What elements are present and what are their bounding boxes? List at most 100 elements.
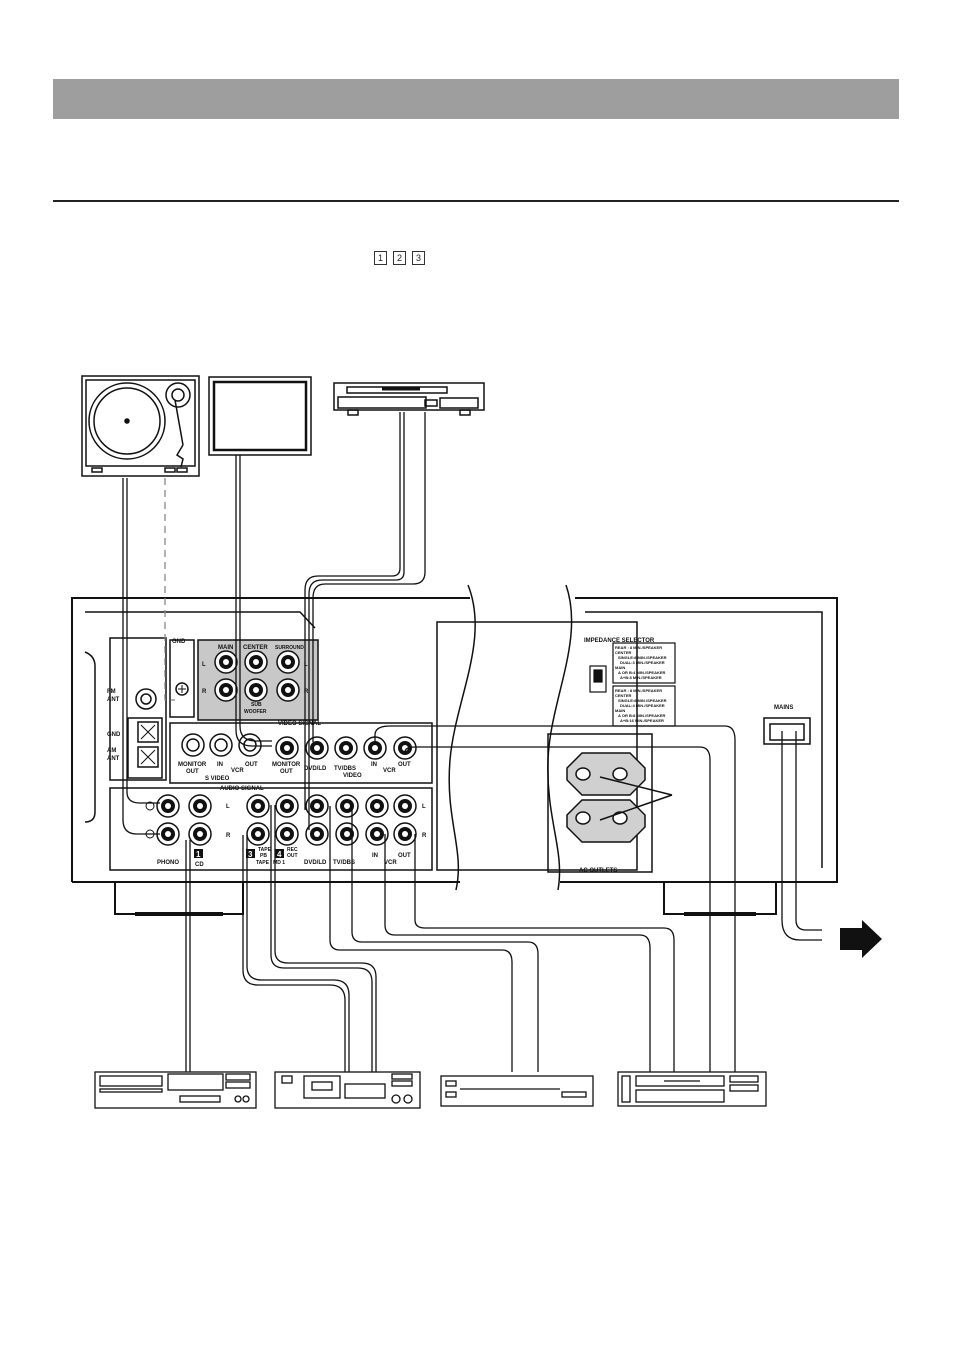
rca-jack [275,736,299,760]
rca-jack [244,678,268,702]
label-audio-r: R [226,833,231,839]
label-pb: PB [260,853,267,859]
label-sub: SUB [251,702,262,708]
label-fm-ant: ANT [107,697,120,703]
s-video-jacks [181,733,262,757]
label-preout-l: L [202,662,206,668]
label-surround-l: L [304,662,308,668]
rca-jack [214,678,238,702]
label-video-signal: VIDEO SIGNAL [278,721,321,727]
imp1-line3: SINGLE:8 MIN./SPEAKER [618,655,667,660]
step-1-box: 1 [374,251,387,265]
label-rec-out: OUT [287,853,298,859]
label-am-ant: ANT [107,756,120,762]
label-phono: PHONO [157,860,179,866]
label-preout-r: R [202,689,207,695]
label-v-tvdbs: TV/DBS [334,766,356,772]
tape-deck-device [274,1071,421,1109]
rca-jack [214,650,238,674]
mains-inlet [763,717,811,745]
imp2-line6: A OR B:8 MIN./SPEAKER [618,713,666,718]
label-tape: TAPE [258,847,272,853]
label-v-video: VIDEO [343,773,362,779]
rca-jack [334,736,358,760]
vcr-device [617,1071,767,1107]
label-s-vcr: VCR [231,768,244,774]
step-indicators: 1 2 3 [374,251,425,265]
label-a-out: OUT [398,853,411,859]
label-gnd: GND [172,639,186,645]
label-fm: FM [107,689,116,695]
imp2-line7: A+B:16 MIN./SPEAKER [620,718,664,723]
label-audio-l-right: L [422,804,426,810]
label-v-vcr: VCR [383,768,396,774]
label-s-out: OUT [245,762,258,768]
num-4-box [275,849,284,858]
rca-jack [276,678,300,702]
label-audio-l: L [226,804,230,810]
label-s-monitor: MONITOR [178,762,207,768]
rca-jack [393,794,417,818]
dvd-ld-player-device [333,382,485,416]
label-a-dvdld: DVD/LD [304,860,327,866]
imp1-line5: MAIN [615,665,625,670]
label-am: AM [107,748,116,754]
label-mains: MAINS [774,705,793,711]
label-center: CENTER [243,645,268,651]
imp2-line3: SINGLE:8 MIN./SPEAKER [618,698,667,703]
imp2-line4: DUAL:4 MIN./SPEAKER [620,703,665,708]
jack-group [145,650,417,846]
imp2-line1: REAR : 8 MIN./SPEAKER [615,688,662,693]
arrow-right-icon [840,920,882,958]
monitor-tv-device [208,376,312,456]
imp1-line2: CENTER [615,650,632,655]
label-a-in: IN [372,853,378,859]
rca-jack [335,794,359,818]
label-rec: REC [287,847,298,853]
section-divider [53,200,899,202]
rca-jack [275,822,299,846]
label-main: MAIN [218,645,233,651]
rca-jack [188,822,212,846]
label-num-1: 1 [196,850,201,859]
rca-jack [275,794,299,818]
imp1-line7: A+B:8 MIN./SPEAKER [620,675,662,680]
label-audio-signal: AUDIO SIGNAL [220,786,264,792]
imp1-line4: DUAL:3 MIN./SPEAKER [620,660,665,665]
label-num-3: 3 [248,850,253,859]
rca-jack [393,822,417,846]
label-surround: SURROUND [275,645,304,651]
label-tape-md: TAPE / MD 1 [256,860,285,866]
ac-outlets [566,752,673,843]
label-a-tvdbs: TV/DBS [333,860,355,866]
label-woofer: WOOFER [244,709,267,715]
channel-marker-icon [145,801,155,811]
impedance-selector-panel [589,642,676,727]
label-surround-r: R [304,689,309,695]
rca-jack [246,794,270,818]
label-v-out: OUT [398,762,411,768]
label-num-4: 4 [277,850,282,859]
tv-dbs-tuner-device [440,1075,594,1107]
num-3-box [246,849,255,858]
rca-jack [393,736,417,760]
imp2-line5: MAIN [615,708,625,713]
rca-jack [305,822,329,846]
label-v-monitor-out: OUT [280,769,293,775]
label-audio-r-right: R [422,833,427,839]
rca-jack [156,794,180,818]
label-v-dvdld: DVD/LD [304,766,327,772]
rca-jack [365,822,389,846]
step-3-box: 3 [412,251,425,265]
label-ac-outlets: AC OUTLETS [579,868,617,874]
rca-jack [156,822,180,846]
rca-jack [246,822,270,846]
label-s-in: IN [217,762,223,768]
turntable-device [81,375,200,477]
label-v-in: IN [371,762,377,768]
step-2-box: 2 [393,251,406,265]
connection-cables [122,412,822,1076]
label-cd: CD [195,862,204,868]
rca-jack [365,794,389,818]
